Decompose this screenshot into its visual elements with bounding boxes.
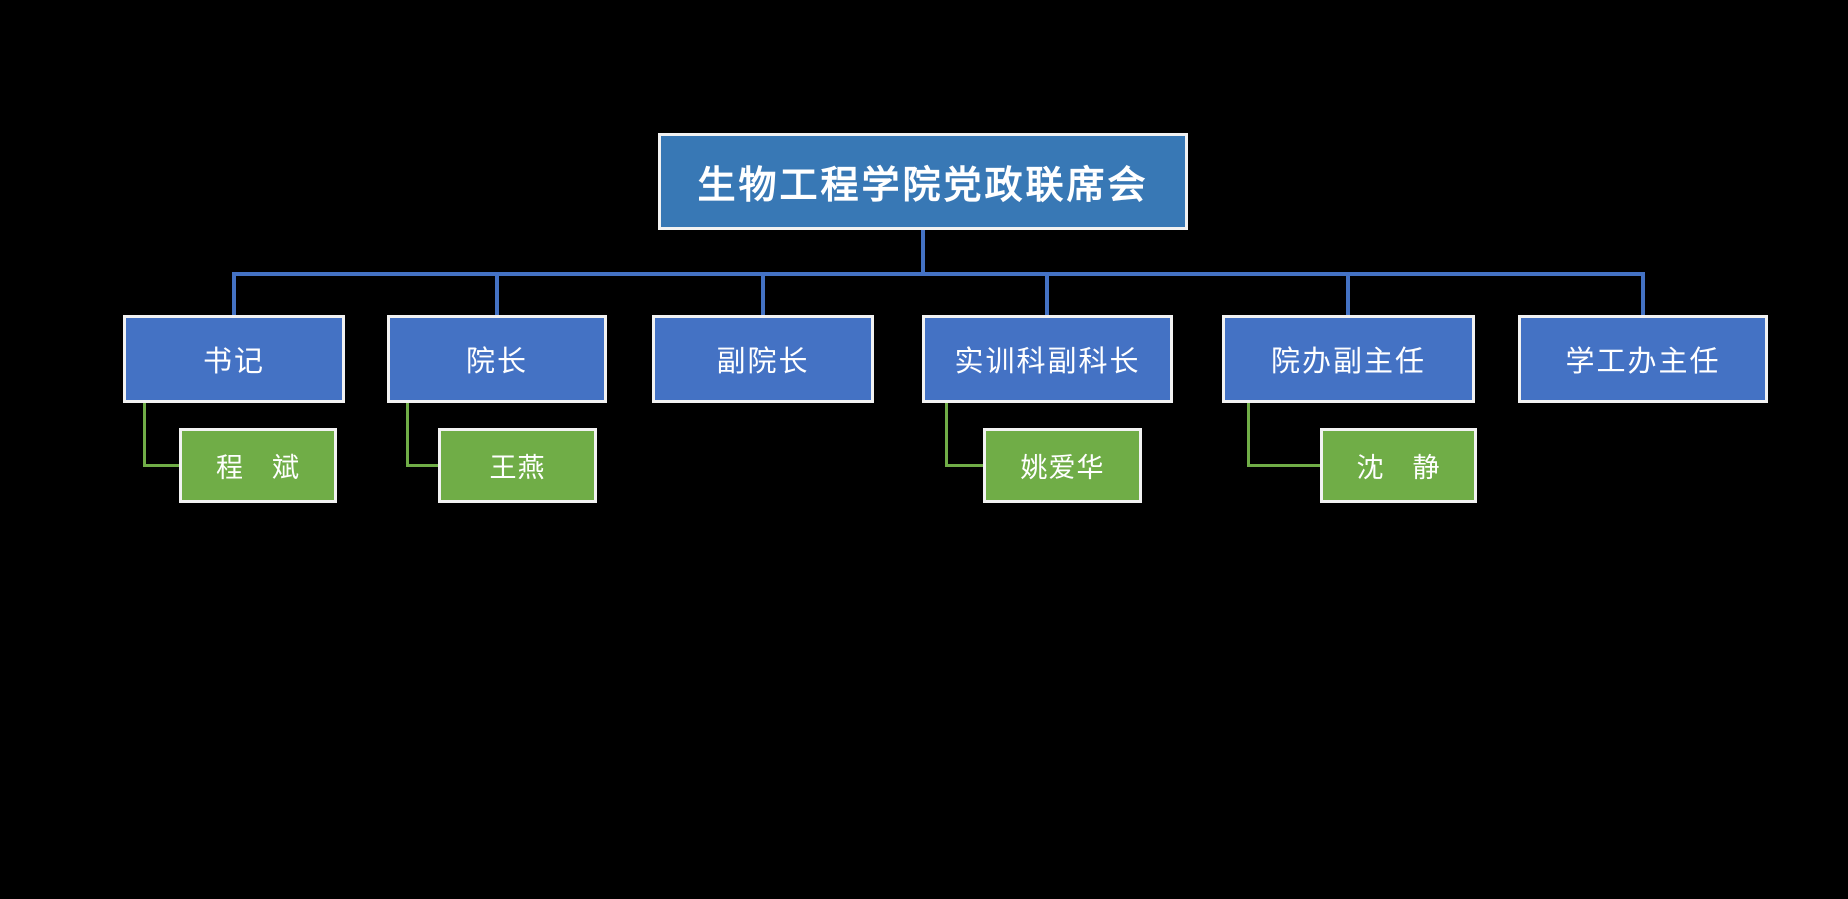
- connector-root-stem: [921, 230, 925, 276]
- connector-drop-dean: [495, 272, 499, 315]
- person-node-cheng-bin: 程 斌: [179, 428, 337, 503]
- role-node-secretary: 书记: [123, 315, 345, 403]
- root-node-joint-conference: 生物工程学院党政联席会: [658, 133, 1188, 230]
- person-node-wang-yan: 王燕: [438, 428, 597, 503]
- connector-elbow-training-deputy-v: [945, 403, 948, 467]
- connector-elbow-secretary-h: [143, 464, 179, 467]
- connector-drop-secretary: [232, 272, 236, 315]
- connector-rail: [232, 272, 1645, 276]
- connector-drop-student-affairs: [1641, 272, 1645, 315]
- connector-elbow-office-deputy-v: [1247, 403, 1250, 467]
- connector-elbow-dean-v: [406, 403, 409, 467]
- connector-drop-vice-dean: [761, 272, 765, 315]
- connector-drop-office-deputy: [1346, 272, 1350, 315]
- role-node-dean: 院长: [387, 315, 607, 403]
- role-node-training-section-deputy-chief: 实训科副科长: [922, 315, 1173, 403]
- person-node-shen-jing: 沈 静: [1320, 428, 1477, 503]
- connector-elbow-office-deputy-h: [1247, 464, 1320, 467]
- role-node-vice-dean: 副院长: [652, 315, 874, 403]
- connector-elbow-secretary-v: [143, 403, 146, 467]
- connector-elbow-dean-h: [406, 464, 438, 467]
- role-node-college-office-deputy-director: 院办副主任: [1222, 315, 1475, 403]
- role-node-student-affairs-office-director: 学工办主任: [1518, 315, 1768, 403]
- person-node-yao-aihua: 姚爱华: [983, 428, 1142, 503]
- connector-elbow-training-deputy-h: [945, 464, 983, 467]
- connector-drop-training-deputy: [1045, 272, 1049, 315]
